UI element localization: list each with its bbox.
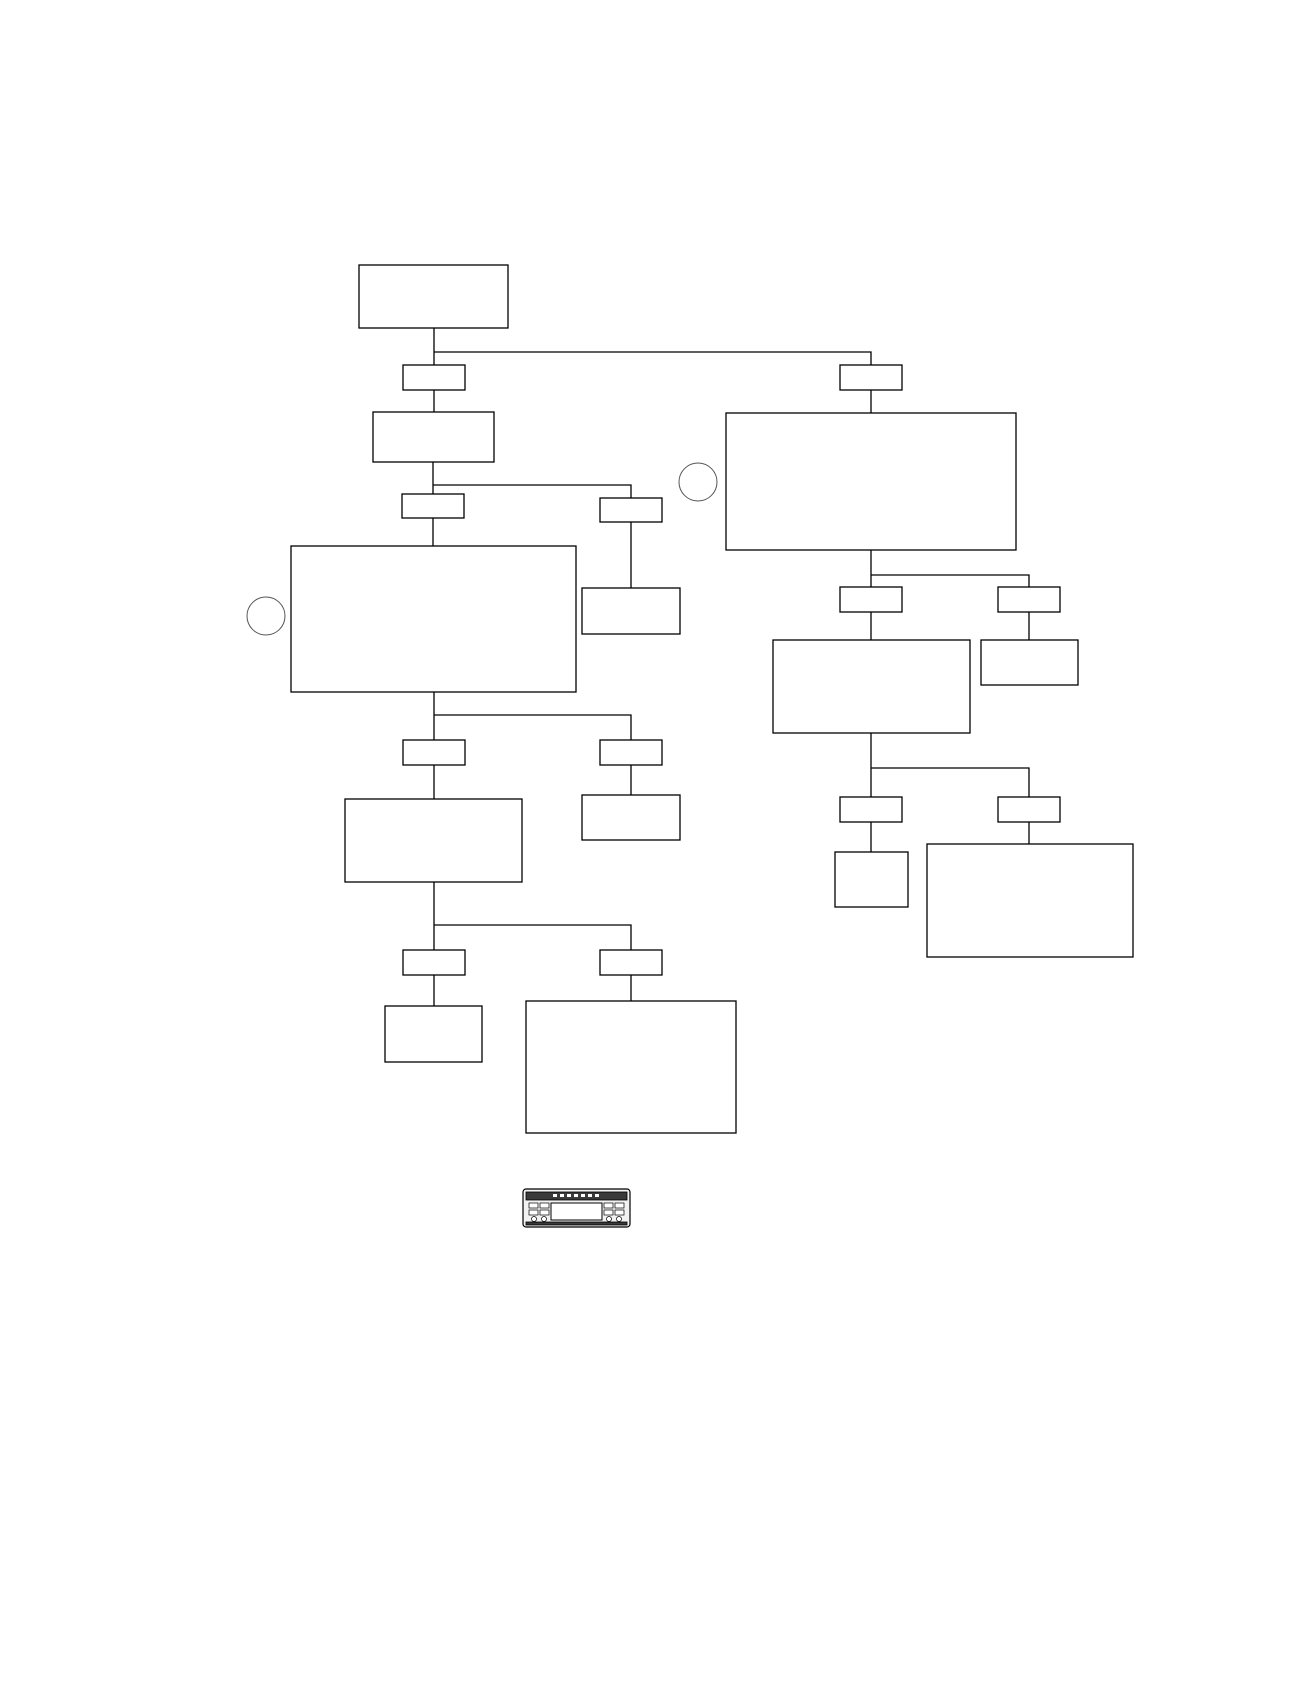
- head-unit-display: [550, 1202, 603, 1221]
- connector-step-r2: [870, 733, 1030, 797]
- label-step-a-yes: [401, 493, 465, 519]
- connector-start: [433, 328, 872, 365]
- label-step-r2-no: [997, 796, 1061, 823]
- connector-lines: [432, 328, 1030, 1006]
- node-step-c-yes-result: [384, 1005, 483, 1063]
- node-step-b: [290, 545, 577, 693]
- car-stereo-head-unit-icon: [522, 1188, 631, 1228]
- connector-step-a: [432, 462, 632, 498]
- node-step-b-no-result: [581, 794, 681, 841]
- node-start: [358, 264, 509, 329]
- label-branch-left: [402, 364, 466, 391]
- branch-labels: [401, 364, 1061, 976]
- label-branch-right: [839, 364, 903, 391]
- node-step-a: [372, 411, 495, 463]
- head-unit-bottom-bar: [525, 1221, 628, 1226]
- marker-left: [246, 596, 286, 636]
- label-step-b-no: [599, 739, 663, 766]
- connector-step-b: [433, 692, 632, 740]
- label-step-r1-no: [997, 586, 1061, 613]
- connector-step-c: [433, 882, 632, 950]
- node-step-c: [344, 798, 523, 883]
- label-step-c-no: [599, 949, 663, 976]
- label-step-a-no: [599, 497, 663, 523]
- label-step-r2-yes: [839, 796, 903, 823]
- node-step-r2: [772, 639, 971, 734]
- node-step-c-no-result: [525, 1000, 737, 1134]
- label-step-r1-yes: [839, 586, 903, 613]
- head-unit-right-buttons: [603, 1202, 625, 1222]
- label-step-b-yes: [402, 739, 466, 766]
- reference-markers: [246, 462, 718, 636]
- node-step-r2-no-result: [926, 843, 1134, 958]
- head-unit-top-bar-marks: [553, 1194, 599, 1197]
- head-unit-left-buttons: [528, 1202, 550, 1222]
- label-step-c-yes: [402, 949, 466, 976]
- node-step-r2-yes-result: [834, 851, 909, 908]
- connector-step-r1: [870, 550, 1030, 587]
- node-step-r1: [725, 412, 1017, 551]
- process-boxes: [290, 264, 1134, 1134]
- node-step-a-no-result: [581, 587, 681, 635]
- marker-right: [678, 462, 718, 502]
- node-step-r1-no-result: [980, 639, 1079, 686]
